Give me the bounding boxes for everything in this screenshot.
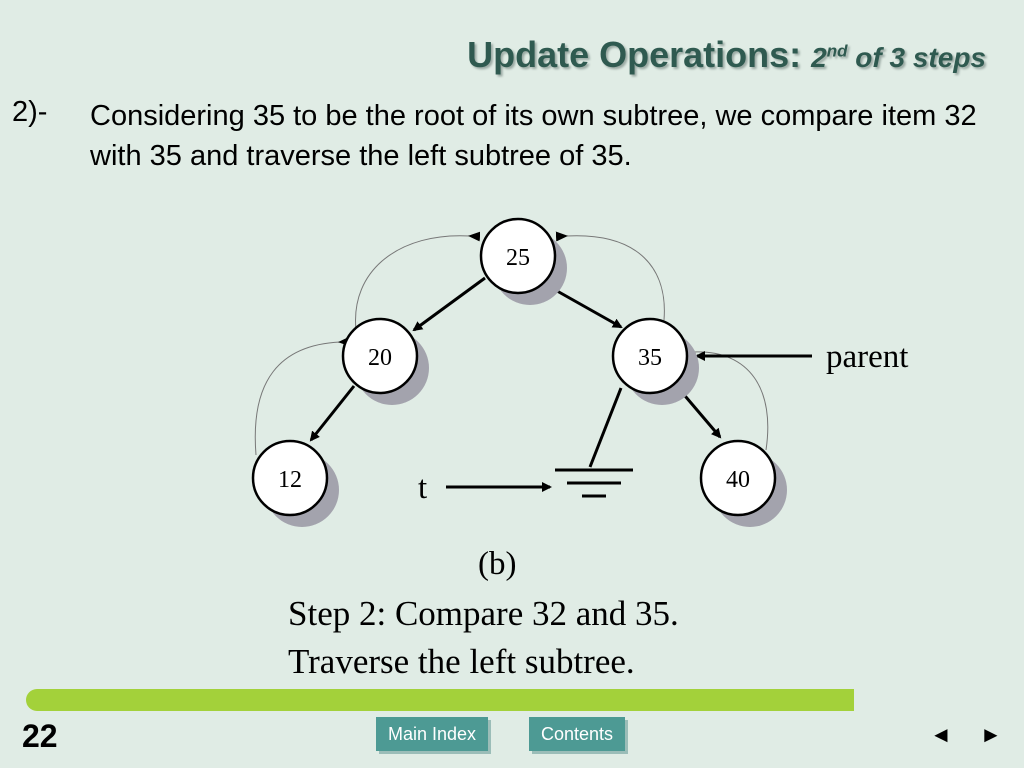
node-25: 25 [479,217,567,305]
edge-20-12 [309,385,356,442]
node-25-label: 25 [506,245,530,271]
node-35: 35 [611,317,699,405]
step-text: Considering 35 to be the root of its own… [90,100,977,172]
prev-slide-icon[interactable]: ◄ [930,722,952,747]
node-12-label: 12 [278,467,302,493]
parent-label: parent [826,339,908,375]
diagram-caption-label: (b) [478,546,517,582]
edge-25-35 [549,285,623,329]
node-40-label: 40 [726,467,750,493]
caption-line-1: Step 2: Compare 32 and 35. [288,594,679,633]
traversal-curve-35-40 [693,351,769,451]
traversal-curve-25-20 [355,231,481,331]
title-sup: nd [826,41,848,61]
null-ground-symbol [555,468,633,498]
footer-bar [26,689,854,711]
next-slide-icon[interactable]: ► [980,722,1002,747]
node-20: 20 [341,317,429,405]
page-title: Update Operations: 2nd of 3 steps [467,34,986,76]
step-number: 2)- [12,96,48,128]
contents-button[interactable]: Contents [529,717,626,751]
page-number: 22 [22,718,58,754]
traversal-curve-25-35 [555,231,665,321]
title-ordinal: 2 [811,42,827,73]
edge-25-20 [412,276,486,332]
title-rest: of 3 steps [847,42,986,73]
main-index-button[interactable]: Main Index [376,717,489,751]
node-35-label: 35 [638,345,662,371]
step-caption: Step 2: Compare 32 and 35. Traverse the … [288,590,679,686]
traversal-curve-20-12 [254,336,351,456]
caption-line-2: Traverse the left subtree. [288,642,635,681]
node-40: 40 [699,439,787,527]
title-main: Update Operations: [467,34,812,75]
t-label: t [418,470,427,506]
edge-35-40 [678,389,722,439]
edge-35-null [588,387,623,468]
node-12: 12 [251,439,339,527]
node-20-label: 20 [368,345,392,371]
